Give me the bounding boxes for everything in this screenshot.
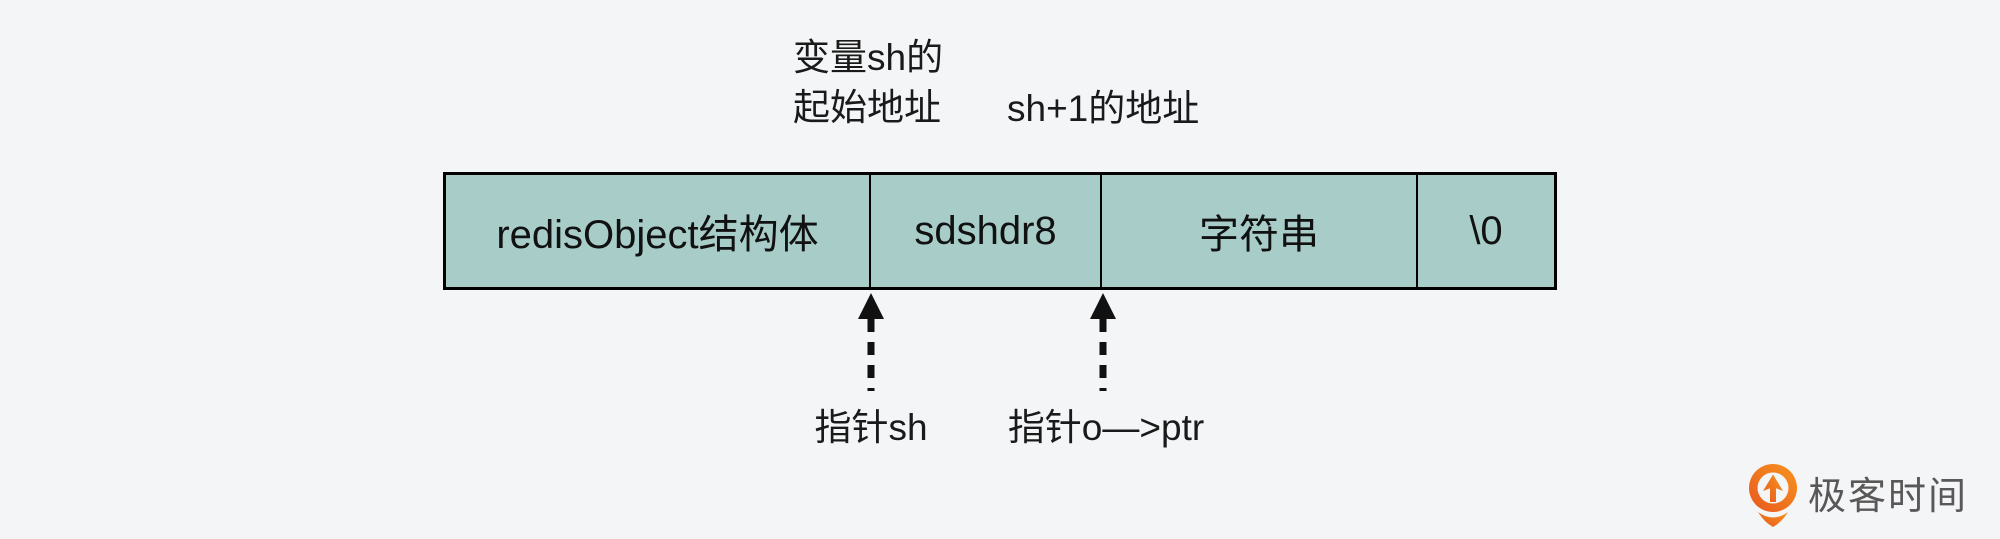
label-sh-start-line1: 变量sh的 <box>793 37 944 78</box>
dashed-stem <box>1099 319 1107 391</box>
geektime-logo: 极客时间 <box>1746 462 1968 528</box>
geektime-logo-icon <box>1749 464 1797 527</box>
cell-sdshdr8: sdshdr8 <box>871 175 1102 287</box>
geektime-logo-text: 极客时间 <box>1808 475 1969 518</box>
arrow-up-icon <box>1090 293 1116 319</box>
arrow-up-icon <box>858 293 884 319</box>
cell-null-terminator: \0 <box>1469 208 1503 253</box>
memory-layout-bar: redisObject结构体 sdshdr8 字符串 \0 <box>443 172 1557 290</box>
label-pointer-o-ptr: 指针o—>ptr <box>1007 407 1205 448</box>
label-sh-start-address: 变量sh的 起始地址 <box>793 33 943 133</box>
cell-redisobject-struct: redisObject结构体 <box>446 175 871 287</box>
label-pointer-sh: 指针sh <box>814 407 928 448</box>
dashed-stem <box>867 319 875 391</box>
label-sh-start-line2: 起始地址 <box>793 87 941 128</box>
label-sh-plus1-address: sh+1的地址 <box>1007 88 1200 129</box>
cell-string: 字符串 <box>1102 175 1418 287</box>
